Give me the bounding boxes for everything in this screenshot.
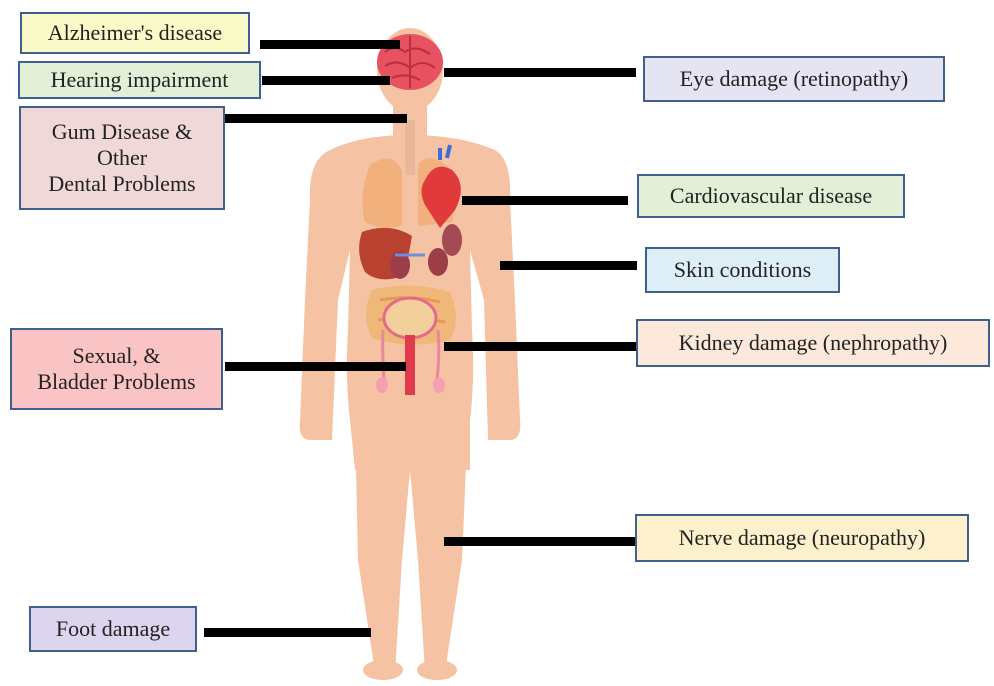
label-sexual-bladder-problems: Sexual, & Bladder Problems	[10, 328, 223, 410]
label-alzheimers-disease: Alzheimer's disease	[20, 12, 250, 54]
label-gum-disease: Gum Disease & Other Dental Problems	[19, 106, 225, 210]
label-foot-damage: Foot damage	[29, 606, 197, 652]
connector-foot	[204, 628, 371, 637]
connector-cardio	[462, 196, 628, 205]
connector-gum	[225, 114, 407, 123]
label-nerve-damage: Nerve damage (neuropathy)	[635, 514, 969, 562]
connector-skin	[500, 261, 637, 270]
trachea-icon	[405, 120, 415, 175]
label-kidney-damage: Kidney damage (nephropathy)	[636, 319, 990, 367]
label-cardiovascular-disease: Cardiovascular disease	[637, 174, 905, 218]
connector-kidney	[444, 342, 636, 351]
label-skin-conditions: Skin conditions	[645, 247, 840, 293]
connector-eye	[444, 68, 636, 77]
connector-sexual	[225, 362, 406, 371]
connector-hearing	[262, 76, 390, 85]
connector-nerve	[444, 537, 636, 546]
label-hearing-impairment: Hearing impairment	[18, 61, 261, 99]
connector-alzheimers	[260, 40, 400, 49]
label-eye-damage: Eye damage (retinopathy)	[643, 56, 945, 102]
